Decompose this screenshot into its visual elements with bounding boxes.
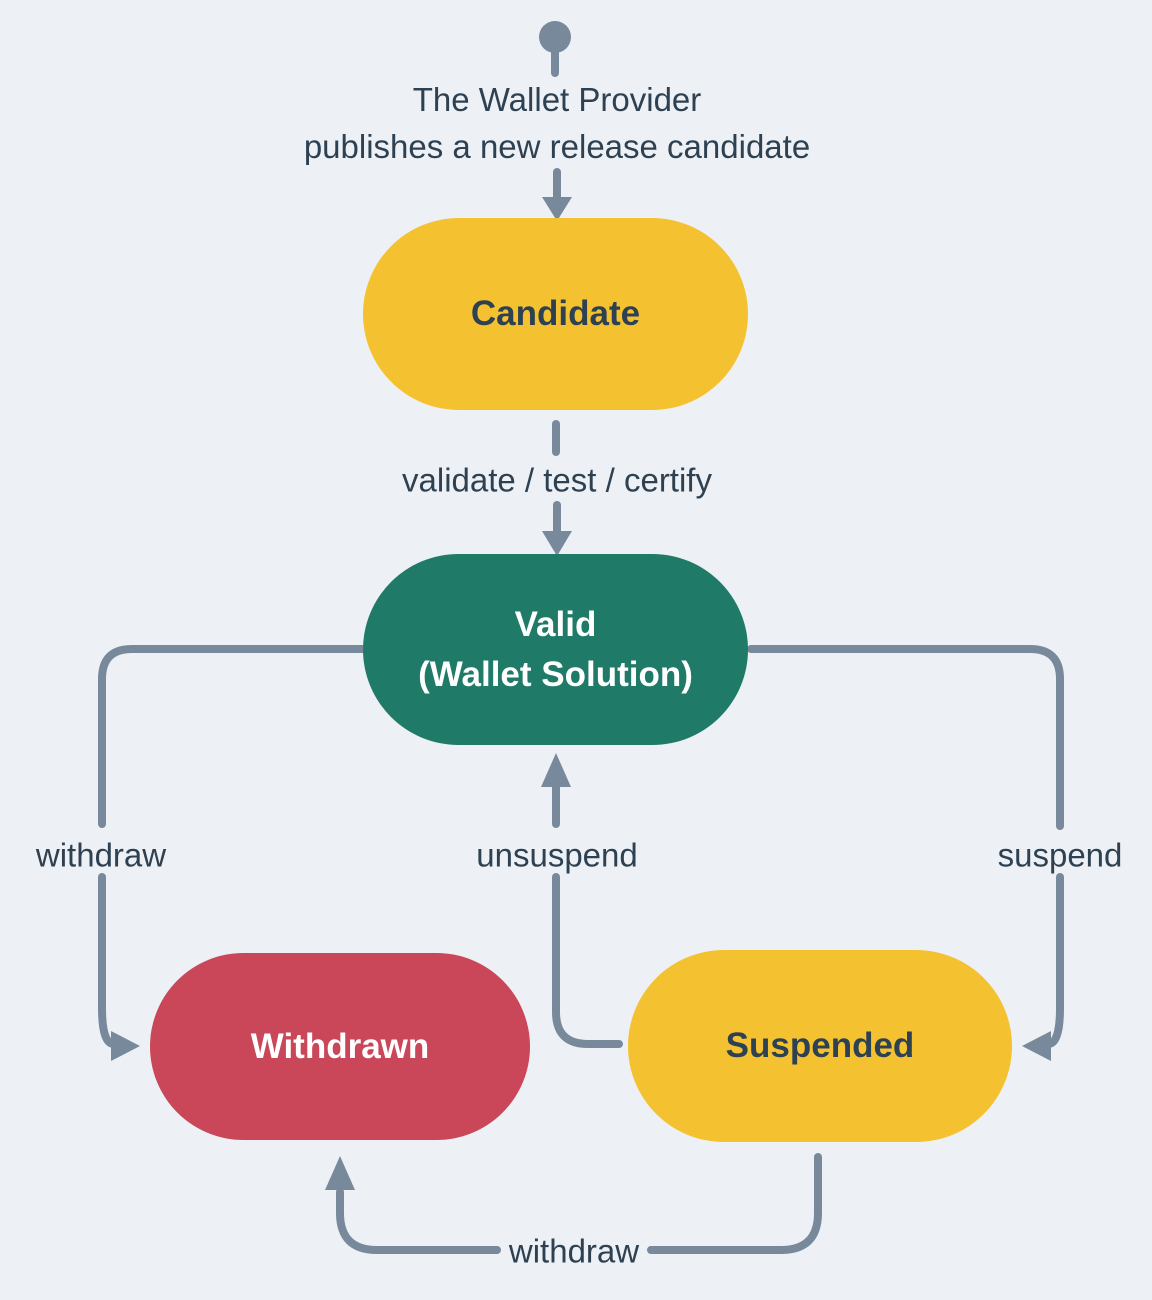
arrow-into-valid-head-icon	[541, 753, 571, 787]
edge-label-withdraw-left: withdraw	[35, 836, 167, 874]
edge-label-validate: validate / test / certify	[402, 461, 712, 499]
withdraw-bottom-right-segment	[647, 1153, 822, 1254]
start-caption-line1: The Wallet Provider	[412, 81, 702, 119]
suspended-node: Suspended	[628, 950, 1012, 1142]
valid-node-label-line2: (Wallet Solution)	[418, 654, 693, 694]
edge-label-unsuspend: unsuspend	[476, 836, 638, 874]
withdrawn-node: Withdrawn	[150, 953, 530, 1140]
unsuspend-edge-lower	[552, 873, 623, 1048]
valid-node: Valid (Wallet Solution)	[363, 554, 748, 745]
edge-label-suspend: suspend	[997, 836, 1123, 874]
withdraw-edge-upper	[98, 645, 367, 828]
suspended-node-label: Suspended	[725, 1026, 915, 1066]
withdraw-bottom-left-segment	[336, 1188, 501, 1254]
edge-label-withdraw-bottom: withdraw	[508, 1232, 640, 1270]
candidate-node-label: Candidate	[470, 294, 641, 334]
valid-node-label: Valid (Wallet Solution)	[418, 600, 693, 699]
arrow-into-withdrawn-head-icon	[111, 1031, 140, 1061]
arrow-validate-head-icon	[542, 531, 572, 556]
suspend-edge-lower	[1044, 873, 1064, 1048]
start-caption: The Wallet Provider publishes a new rele…	[304, 77, 810, 171]
withdrawn-node-label: Withdrawn	[250, 1026, 430, 1066]
arrow-into-suspended-head-icon	[1022, 1031, 1051, 1061]
valid-node-label-line1: Valid	[514, 604, 597, 644]
arrow-into-withdrawn-bottom-head-icon	[325, 1156, 355, 1190]
start-node-icon	[539, 21, 571, 53]
arrow-publish-head-icon	[542, 197, 572, 221]
candidate-node: Candidate	[363, 218, 748, 410]
suspend-edge-upper	[747, 645, 1064, 830]
start-caption-line2: publishes a new release candidate	[303, 128, 811, 165]
withdraw-edge-lower	[98, 873, 118, 1048]
